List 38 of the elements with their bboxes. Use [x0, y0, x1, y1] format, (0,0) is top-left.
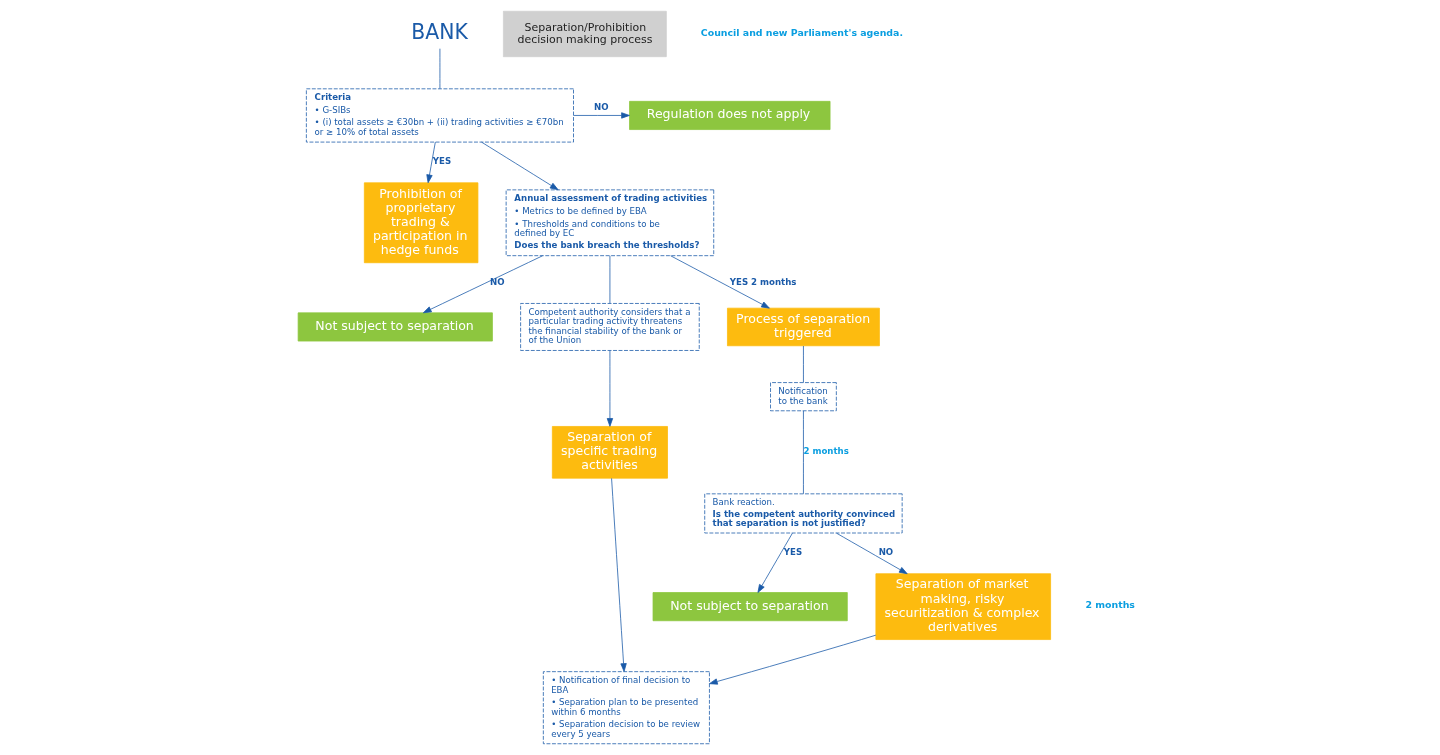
- node-box: Notification to the bank: [770, 382, 837, 412]
- node-box: Separation of specific trading activities: [551, 426, 668, 479]
- node-box: Annual assessment of trading activities • Metrics to be defined by EBA • Thresholds and conditions to be defined by EC Does the bank breach the thresholds?: [505, 189, 715, 257]
- connector: [803, 345, 804, 383]
- edge-label: 2 months: [803, 445, 849, 456]
- connector: [609, 255, 611, 304]
- node-box: Process of separation triggered: [727, 307, 880, 347]
- arrow: [426, 141, 436, 184]
- edge-label: YES 2 months: [729, 276, 797, 287]
- arrow: [606, 350, 614, 427]
- edge-label: YES: [432, 155, 452, 166]
- arrow: [481, 141, 559, 191]
- arrow: [836, 532, 908, 575]
- arrow: [670, 255, 770, 309]
- node-box: Not subject to separation: [652, 592, 848, 622]
- edge-label: NO: [490, 276, 505, 287]
- node-text: BANK: [411, 19, 468, 44]
- node-box: Bank reaction. Is the competent authority convinced that separation is not justified?: [704, 493, 903, 534]
- arrow: [757, 532, 793, 593]
- connector: [439, 48, 441, 90]
- label: 2 months: [1085, 599, 1135, 611]
- edge-label: NO: [878, 546, 894, 557]
- node-box: Criteria • G-SIBs • (i) total assets ≥ €30bn + (ii) trading activities ≥ €70bn or ≥ 10% of total assets: [305, 88, 574, 143]
- node-box: Prohibition of proprietary trading & participation in hedge funds: [363, 182, 479, 264]
- edge-label: YES: [783, 546, 803, 557]
- connector: [803, 410, 804, 495]
- arrow: [611, 477, 627, 672]
- arrow: [709, 634, 877, 685]
- node-box: Competent authority considers that a particular trading activity threatens the financial stability of the bank or of the Union: [520, 303, 700, 351]
- edge-label: NO: [594, 101, 609, 112]
- node-box: Separation of market making, risky securitization & complex derivatives: [875, 573, 1051, 640]
- arrow: [422, 255, 543, 314]
- node-box: Regulation does not apply: [629, 100, 831, 130]
- label: Council and new Parliament's agenda.: [700, 26, 903, 38]
- arrow: [573, 112, 630, 119]
- node-box: Not subject to separation: [297, 312, 493, 342]
- node-box: Separation/Prohibition decision making process: [503, 10, 667, 58]
- node-box: • Notification of final decision to EBA • Separation plan to be presented within 6 months • Separation decision to be review every 5 years: [542, 671, 710, 745]
